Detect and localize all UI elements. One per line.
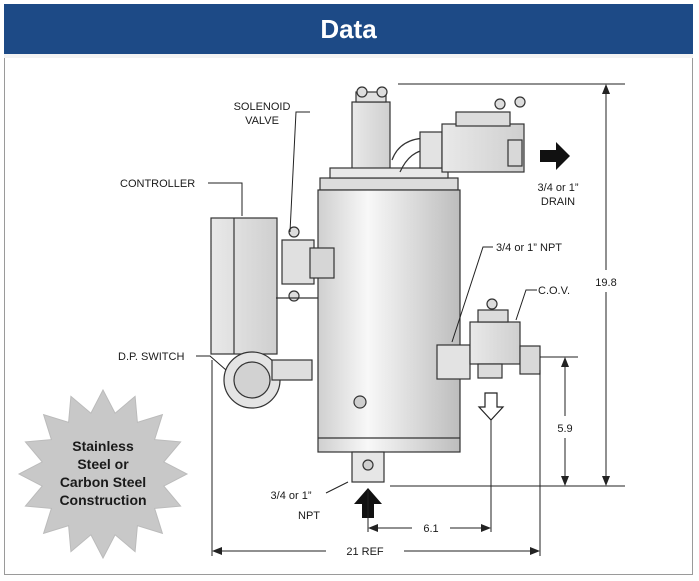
arrowhead-right-width <box>530 547 540 555</box>
dimension-lines <box>211 83 625 556</box>
solenoid-coil <box>309 247 335 279</box>
solenoid-fitting-bottom <box>288 290 300 302</box>
label-solenoid-line2: VALVE <box>245 115 279 127</box>
header-bar: Data <box>4 4 693 58</box>
arrowhead-left-offset <box>368 524 378 532</box>
leader-cov <box>515 289 537 321</box>
dp-switch-port <box>271 359 313 381</box>
lid-plate <box>329 167 449 179</box>
dim-width-value: 21 REF <box>346 546 384 558</box>
drain-union <box>419 131 443 169</box>
cov-outlet <box>519 345 541 375</box>
cov-top <box>477 309 509 323</box>
drain-bolt-2 <box>514 96 526 108</box>
controller-box <box>210 217 278 355</box>
tank-lid <box>319 177 459 191</box>
dimension-arrowheads <box>212 84 610 555</box>
leader-solenoid <box>289 111 310 233</box>
solenoid-body <box>281 239 315 285</box>
drain-arrow-icon <box>540 142 570 170</box>
leader-npt <box>451 246 493 343</box>
badge-line3: Carbon Steel <box>60 474 146 490</box>
cov-bolt <box>486 298 498 310</box>
label-inlet-line1: 3/4 or 1” <box>271 490 312 502</box>
arrowhead-down-height <box>602 476 610 486</box>
label-controller: CONTROLLER <box>120 178 195 190</box>
top-bolt-right <box>376 86 388 98</box>
leader-lines <box>196 111 537 494</box>
leader-inlet <box>325 481 349 494</box>
filter-drawing <box>210 86 541 483</box>
arrowhead-up-height <box>602 84 610 94</box>
construction-badge: Stainless Steel or Carbon Steel Construc… <box>17 388 189 560</box>
body-port <box>353 395 367 409</box>
arrowhead-left-width <box>212 547 222 555</box>
dp-switch-face <box>233 361 271 399</box>
top-cap <box>355 91 387 103</box>
starburst-shape <box>17 388 189 560</box>
leader-dp-switch <box>196 355 227 371</box>
label-npt-side: 3/4 or 1” NPT <box>496 242 562 254</box>
dim-offset-value: 6.1 <box>423 523 438 535</box>
badge-line4: Construction <box>59 492 146 508</box>
drain-bolt-1 <box>494 98 506 110</box>
label-inlet-line2: NPT <box>298 510 320 522</box>
inlet-fitting-nut <box>362 459 374 471</box>
page-title: Data <box>320 14 377 44</box>
label-cov: C.O.V. <box>538 285 570 297</box>
dim-height-value: 19.8 <box>595 277 616 289</box>
label-drain-line1: 3/4 or 1” <box>538 182 579 194</box>
dim-outlet-value: 5.9 <box>557 423 572 435</box>
badge-line2: Steel or <box>77 456 129 472</box>
filter-tank <box>317 189 461 453</box>
arrowhead-down-outlet <box>561 476 569 486</box>
outlet-arrow-icon <box>477 392 505 421</box>
label-drain-line2: DRAIN <box>541 196 575 208</box>
cov-bottom <box>477 363 503 379</box>
drain-valve-top <box>455 111 511 127</box>
arrowhead-up-outlet <box>561 357 569 367</box>
cov-body <box>469 321 521 365</box>
leader-controller <box>208 182 243 216</box>
top-actuator <box>351 101 391 181</box>
label-solenoid-line1: SOLENOID <box>234 101 291 113</box>
arrowhead-right-offset <box>481 524 491 532</box>
badge-line1: Stainless <box>72 438 134 454</box>
label-dp-switch: D.P. SWITCH <box>118 351 184 363</box>
side-outlet <box>436 344 471 380</box>
solenoid-fitting-top <box>288 226 300 238</box>
top-bolt-left <box>356 86 368 98</box>
drain-outlet <box>507 139 523 167</box>
